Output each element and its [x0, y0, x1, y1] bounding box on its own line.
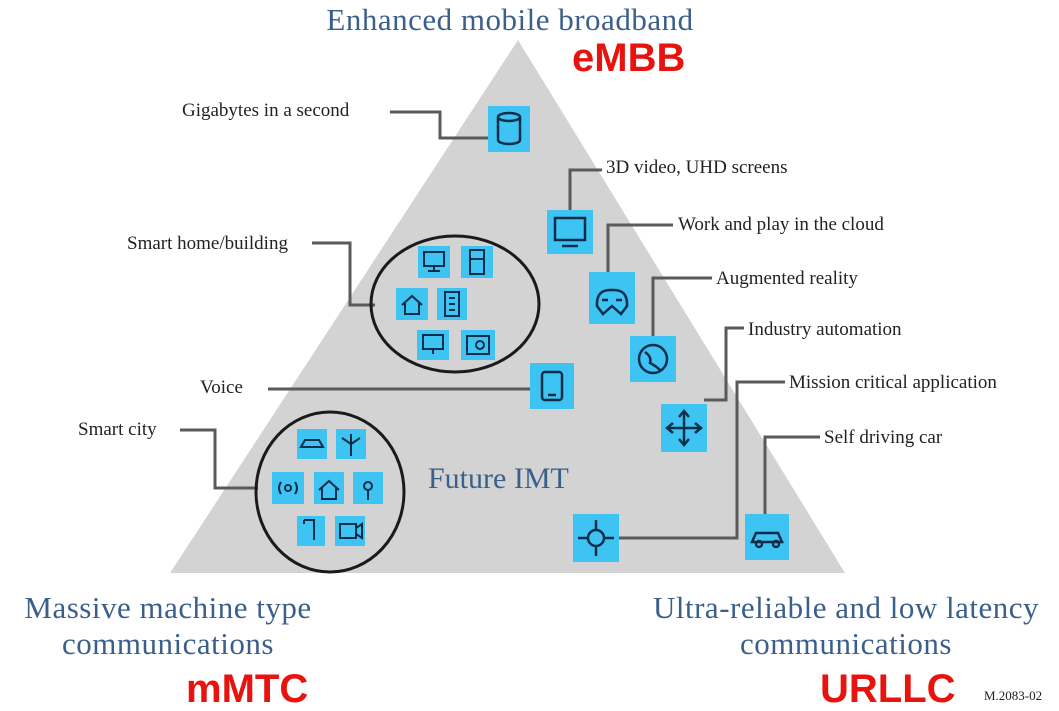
label-smart-city: Smart city	[78, 419, 157, 440]
future-imt-label: Future IMT	[428, 462, 569, 495]
mmtc-code: mMTC	[186, 667, 309, 711]
connector-smartcity	[180, 428, 258, 490]
desktop-icon	[418, 246, 450, 278]
connector-mission	[618, 380, 785, 540]
connector-cloud	[606, 223, 673, 272]
mmtc-title-line2: communications	[62, 626, 274, 661]
label-augmented-reality: Augmented reality	[716, 268, 858, 289]
signal-icon	[272, 472, 304, 504]
house-icon	[396, 288, 428, 320]
label-smart-home: Smart home/building	[127, 233, 288, 254]
connector-3dvideo	[568, 168, 602, 210]
smart-home-circle	[369, 234, 541, 374]
connector-industry	[704, 326, 744, 402]
connector-gigabytes	[390, 110, 488, 140]
label-mission-critical: Mission critical application	[789, 372, 997, 393]
label-voice: Voice	[200, 377, 243, 398]
city-car-icon	[297, 429, 327, 459]
label-cloud: Work and play in the cloud	[678, 214, 884, 235]
connector-ar	[651, 276, 712, 336]
embb-title: Enhanced mobile broadband	[326, 2, 694, 37]
connector-selfdriving	[763, 435, 820, 514]
figure-id: M.2083-02	[984, 688, 1043, 703]
mmtc-title-line1: Massive machine type	[24, 590, 312, 625]
smart-city-circle	[254, 410, 406, 574]
gamepad-icon	[589, 272, 635, 324]
label-3d-video: 3D video, UHD screens	[606, 157, 788, 178]
fridge-icon	[461, 246, 493, 278]
label-self-driving: Self driving car	[824, 427, 943, 448]
label-gigabytes: Gigabytes in a second	[182, 100, 350, 121]
urllc-title-line2: communications	[740, 626, 952, 661]
urllc-code: URLLC	[820, 667, 956, 711]
globe-icon	[630, 336, 676, 382]
connector-smarthome	[312, 241, 375, 307]
tablet-icon	[530, 363, 574, 409]
urllc-title-line1: Ultra-reliable and low latency	[653, 590, 1039, 625]
embb-code: eMBB	[572, 36, 686, 80]
car-icon	[745, 514, 789, 560]
label-industry-automation: Industry automation	[748, 319, 902, 340]
